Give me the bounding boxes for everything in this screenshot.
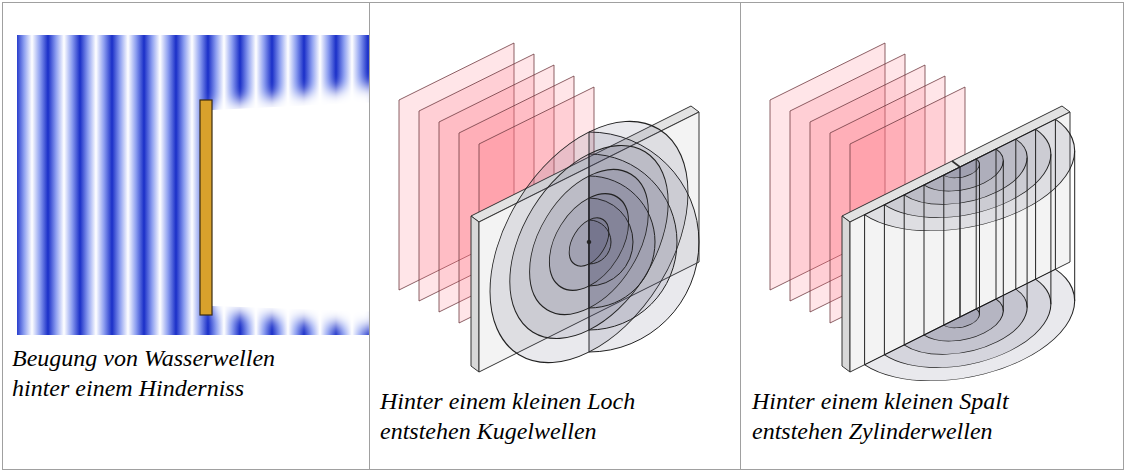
water-wave-picture bbox=[17, 35, 369, 335]
hole-picture bbox=[399, 43, 699, 402]
caption: Beugung von Wasserwellen hinter einem Hi… bbox=[12, 343, 312, 403]
caption: Hinter einem kleinen Spalt entstehen Zyl… bbox=[752, 386, 1097, 446]
caption: Hinter einem kleinen Loch entstehen Kuge… bbox=[380, 386, 725, 446]
slit-picture bbox=[770, 43, 1119, 407]
sphere-waves bbox=[490, 83, 699, 402]
table-frame bbox=[3, 3, 1124, 470]
cylinder-waves bbox=[865, 119, 1119, 407]
obstacle-bar bbox=[200, 100, 212, 315]
